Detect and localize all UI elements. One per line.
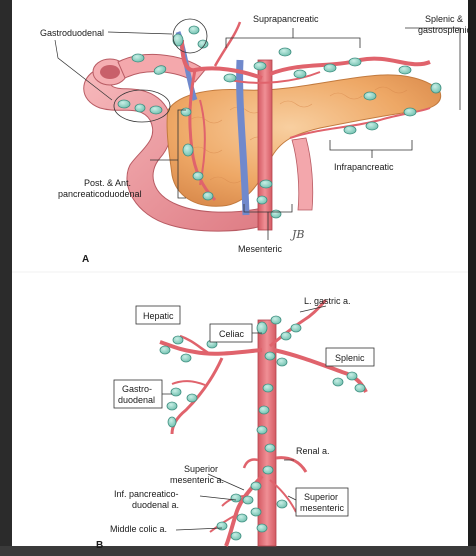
label-middle-colic: Middle colic a.	[110, 524, 167, 534]
label-renal: Renal a.	[296, 446, 330, 456]
label-gastroduodenal-a: Gastroduodenal	[40, 28, 104, 38]
label-gastroduodenal-b-line2: duodenal	[118, 395, 155, 405]
label-hepatic: Hepatic	[143, 311, 174, 321]
aorta-a	[258, 60, 272, 230]
label-splenic-line1: Splenic &	[425, 14, 463, 24]
gastroduodenal-artery-b	[172, 358, 222, 434]
panel-a-letter: A	[82, 254, 89, 265]
label-post-ant-line2: pancreaticoduodenal	[58, 189, 142, 199]
artist-initials: JB	[290, 228, 305, 241]
label-mesenteric-a: Mesenteric	[238, 244, 283, 254]
label-splenic-b: Splenic	[335, 353, 365, 363]
label-gastroduodenal-b-line1: Gastro-	[122, 384, 152, 394]
label-post-ant-line1: Post. & Ant.	[84, 178, 131, 188]
label-celiac: Celiac	[219, 329, 245, 339]
label-l-gastric: L. gastric a.	[304, 296, 351, 306]
infrapancreatic-bracket	[330, 140, 412, 158]
label-splenic-line2: gastrosplenic	[418, 25, 472, 35]
label-sup-mes-a-line1: Superior	[184, 464, 218, 474]
panel-b: Hepatic Celiac L. gastric a. Splenic Gas…	[96, 296, 374, 551]
label-infrapancreatic: Infrapancreatic	[334, 162, 394, 172]
label-inf-panc-line2: duodenal a.	[132, 500, 179, 510]
label-suprapancreatic: Suprapancreatic	[253, 14, 319, 24]
label-sup-mes-a-line2: mesenteric a.	[170, 475, 224, 485]
label-inf-panc-line1: Inf. pancreatico-	[114, 489, 179, 499]
label-sup-mes-box-line1: Superior	[304, 492, 338, 502]
suprapancreatic-bracket	[226, 28, 360, 48]
panel-b-letter: B	[96, 540, 103, 551]
label-sup-mes-box-line2: mesenteric	[300, 503, 345, 513]
panel-a: JB Gastroduodenal Suprapancreatic Spleni…	[40, 14, 472, 265]
colon-segment	[292, 138, 313, 210]
